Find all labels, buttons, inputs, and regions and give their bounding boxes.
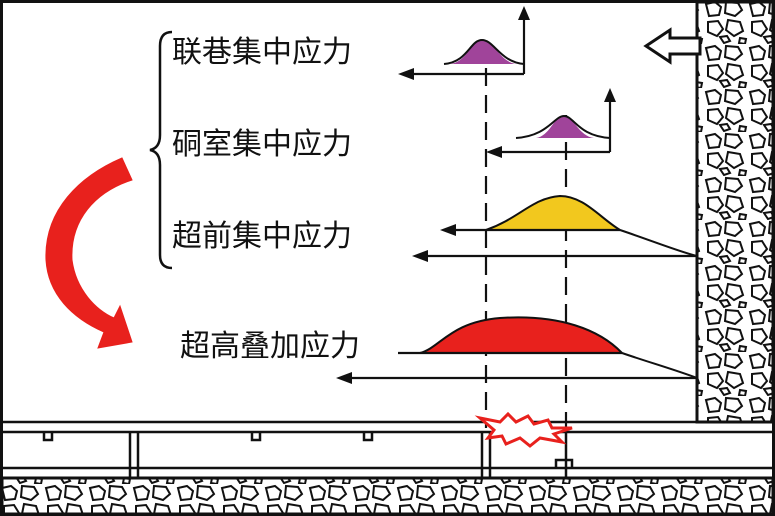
- curve-lianxiang: [398, 6, 530, 80]
- label-lianxiang-stress: 联巷集中应力: [172, 35, 352, 70]
- curve-dongshi: [486, 88, 616, 158]
- label-diejia-stress: 超高叠加应力: [180, 329, 360, 364]
- rock-wall-right: [695, 0, 775, 424]
- bracket-brace: [149, 30, 173, 270]
- roadway: [2, 420, 773, 480]
- label-dongshi-stress: 硐室集中应力: [172, 127, 352, 162]
- label-chaoqian-stress: 超前集中应力: [172, 219, 352, 254]
- curve-diejia: [336, 316, 698, 384]
- red-burst-icon: [474, 411, 573, 448]
- red-curved-arrow: [45, 157, 133, 349]
- hollow-left-arrow-icon: [643, 27, 702, 65]
- curve-chaoqian: [412, 194, 698, 262]
- rock-floor-bottom: [0, 476, 775, 516]
- dashed-reference-lines: [484, 68, 568, 428]
